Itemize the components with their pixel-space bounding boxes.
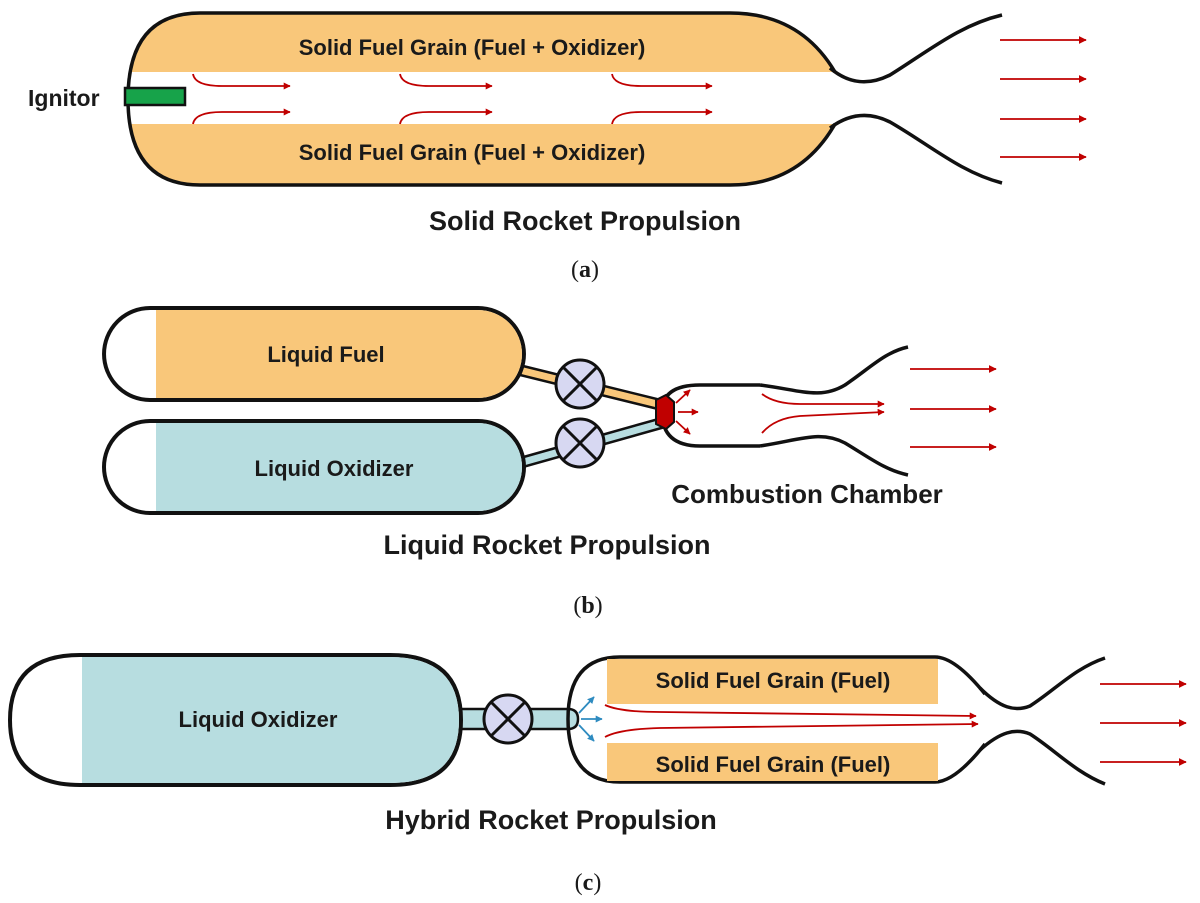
flow-arrow xyxy=(399,73,493,90)
liquid-exhaust-arrows xyxy=(910,365,997,451)
hybrid-oxidizer-tank-label: Liquid Oxidizer xyxy=(179,707,338,732)
spray-arrow xyxy=(675,420,691,435)
hybrid-oxidizer-spray-arrows xyxy=(578,696,603,742)
panel-c-title: Hybrid Rocket Propulsion xyxy=(385,805,717,835)
combustion-chamber-label: Combustion Chamber xyxy=(671,479,943,509)
panel-c-caption: (c) xyxy=(575,870,602,896)
flow-arrow xyxy=(611,108,713,125)
spray-arrow xyxy=(675,389,691,404)
liquid-nozzle-upper xyxy=(759,345,909,395)
liquid-nozzle-lower xyxy=(759,434,909,477)
injector-icon xyxy=(655,393,675,431)
hybrid-valve-icon xyxy=(482,693,534,745)
flow-arrow xyxy=(192,73,291,90)
solid-internal-flow-arrows xyxy=(192,73,713,125)
oxidizer-tank-fill xyxy=(156,423,522,511)
solid-nozzle-upper xyxy=(828,13,1003,84)
flow-arrow xyxy=(611,73,713,90)
fuel-tank-fill xyxy=(156,310,522,398)
spray-arrow xyxy=(578,696,595,714)
ignitor-label: Ignitor xyxy=(28,85,100,111)
panel-b-caption: (b) xyxy=(573,593,602,619)
flow-arrow xyxy=(761,408,885,434)
hybrid-grain-top xyxy=(607,659,938,704)
flow-arrow xyxy=(604,704,977,720)
flow-arrow xyxy=(604,720,979,738)
panel-c-hybrid-rocket: Liquid Oxidizer Solid Fuel Grain (Fuel) … xyxy=(7,653,1187,896)
solid-nozzle-lower xyxy=(828,113,1003,185)
injector-spray-arrows xyxy=(675,389,699,435)
hybrid-nozzle-lower xyxy=(978,729,1106,786)
hybrid-exhaust-arrows xyxy=(1100,680,1187,766)
solid-exhaust-arrows xyxy=(1000,36,1087,161)
oxidizer-valve-icon xyxy=(554,417,606,469)
solid-motor-bore xyxy=(129,72,837,124)
hybrid-nozzle-upper xyxy=(978,656,1106,711)
spray-arrow xyxy=(578,724,595,742)
panel-b-liquid-rocket: Liquid Fuel Liquid Oxidizer xyxy=(102,306,997,619)
combustion-chamber xyxy=(660,383,760,448)
hybrid-chamber-casing xyxy=(566,655,987,784)
panel-b-title: Liquid Rocket Propulsion xyxy=(383,530,710,560)
ignitor-icon xyxy=(123,86,187,107)
oxidizer-tank-label: Liquid Oxidizer xyxy=(255,456,414,481)
liquid-fuel-tank: Liquid Fuel xyxy=(102,306,526,402)
panel-a-solid-rocket: Ignitor Solid Fuel Grain (Fuel + Oxidize… xyxy=(28,11,1087,283)
hybrid-grain-bottom xyxy=(607,743,938,781)
flow-arrow xyxy=(761,393,885,408)
hybrid-oxidizer-tank: Liquid Oxidizer xyxy=(7,653,464,787)
panel-a-caption: (a) xyxy=(571,257,599,283)
liquid-oxidizer-tank: Liquid Oxidizer xyxy=(102,419,526,515)
solid-grain-bottom-label: Solid Fuel Grain (Fuel + Oxidizer) xyxy=(299,140,646,165)
liquid-internal-flow-arrows xyxy=(761,393,885,434)
panel-a-title: Solid Rocket Propulsion xyxy=(429,206,741,236)
hybrid-grain-bottom-label: Solid Fuel Grain (Fuel) xyxy=(656,752,891,777)
hybrid-internal-flow-arrows xyxy=(604,704,979,738)
flow-arrow xyxy=(399,108,493,125)
flow-arrow xyxy=(192,108,291,125)
hybrid-grain-top-label: Solid Fuel Grain (Fuel) xyxy=(656,668,891,693)
solid-grain-top-label: Solid Fuel Grain (Fuel + Oxidizer) xyxy=(299,35,646,60)
fuel-valve-icon xyxy=(554,358,606,410)
fuel-tank-label: Liquid Fuel xyxy=(267,342,384,367)
hybrid-oxidizer-tank-fill xyxy=(82,657,459,783)
